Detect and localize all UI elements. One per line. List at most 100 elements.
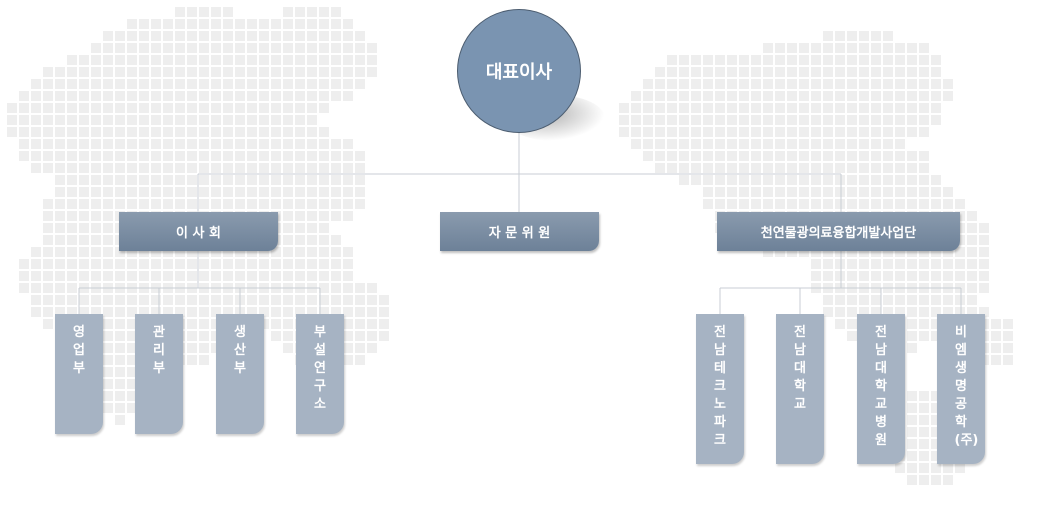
map-dot bbox=[895, 43, 905, 53]
map-dot bbox=[763, 91, 773, 101]
partner-jeonnam-technopark[interactable]: 전남테크노파크 bbox=[696, 314, 744, 464]
map-dot bbox=[151, 271, 161, 281]
ceo-node[interactable]: 대표이사 bbox=[457, 9, 581, 133]
map-dot bbox=[235, 175, 245, 185]
map-dot bbox=[787, 247, 797, 257]
map-dot bbox=[367, 67, 377, 77]
map-dot bbox=[691, 163, 701, 173]
map-dot bbox=[307, 295, 317, 305]
map-dot bbox=[319, 67, 329, 77]
map-dot bbox=[871, 271, 881, 281]
map-dot bbox=[175, 91, 185, 101]
map-dot bbox=[91, 259, 101, 269]
map-dot bbox=[667, 103, 677, 113]
dept-admin[interactable]: 관리부 bbox=[135, 314, 183, 434]
map-dot bbox=[919, 391, 929, 401]
map-dot bbox=[319, 175, 329, 185]
partner-chonnam-university[interactable]: 전남대학교 bbox=[776, 314, 824, 464]
dept-sales-label: 영업부 bbox=[73, 325, 85, 376]
map-dot bbox=[31, 247, 41, 257]
map-dot bbox=[343, 271, 353, 281]
map-dot bbox=[679, 103, 689, 113]
map-dot bbox=[211, 307, 221, 317]
map-dot bbox=[139, 151, 149, 161]
map-dot bbox=[319, 91, 329, 101]
map-dot bbox=[67, 103, 77, 113]
map-dot bbox=[127, 295, 137, 305]
dept-research[interactable]: 부설연구소 bbox=[296, 314, 344, 434]
map-dot bbox=[295, 259, 305, 269]
map-dot bbox=[319, 211, 329, 221]
partner-chonnam-hospital[interactable]: 전남대학교병원 bbox=[857, 314, 905, 464]
map-dot bbox=[211, 127, 221, 137]
partner-bm-biotech[interactable]: 비엠생명공학(주) bbox=[937, 314, 985, 464]
map-dot bbox=[331, 31, 341, 41]
map-dot bbox=[79, 67, 89, 77]
map-dot bbox=[115, 199, 125, 209]
map-dot bbox=[283, 343, 293, 353]
map-dot bbox=[835, 187, 845, 197]
map-dot bbox=[931, 391, 941, 401]
map-dot bbox=[331, 163, 341, 173]
map-dot bbox=[175, 259, 185, 269]
map-dot bbox=[355, 79, 365, 89]
map-dot bbox=[259, 163, 269, 173]
map-dot bbox=[295, 247, 305, 257]
map-dot bbox=[643, 91, 653, 101]
map-dot bbox=[307, 115, 317, 125]
map-dot bbox=[91, 175, 101, 185]
map-dot bbox=[127, 139, 137, 149]
advisory-label: 자 문 위 원 bbox=[488, 226, 551, 241]
map-dot bbox=[103, 247, 113, 257]
map-dot bbox=[367, 283, 377, 293]
map-dot bbox=[55, 259, 65, 269]
map-dot bbox=[319, 271, 329, 281]
map-dot bbox=[187, 19, 197, 29]
map-dot bbox=[199, 175, 209, 185]
map-dot bbox=[667, 55, 677, 65]
bioproject-node[interactable]: 천연물광의료융합개발사업단 bbox=[717, 212, 960, 251]
map-dot bbox=[619, 127, 629, 137]
map-dot bbox=[211, 79, 221, 89]
map-dot bbox=[43, 127, 53, 137]
map-dot bbox=[259, 295, 269, 305]
map-dot bbox=[835, 127, 845, 137]
dept-sales[interactable]: 영업부 bbox=[55, 314, 103, 434]
dept-production[interactable]: 생산부 bbox=[216, 314, 264, 434]
map-dot bbox=[199, 259, 209, 269]
map-dot bbox=[79, 79, 89, 89]
map-dot bbox=[103, 343, 113, 353]
map-dot bbox=[919, 331, 929, 341]
map-dot bbox=[775, 163, 785, 173]
advisory-node[interactable]: 자 문 위 원 bbox=[440, 212, 599, 251]
board-node[interactable]: 이 사 회 bbox=[119, 212, 278, 251]
map-dot bbox=[127, 307, 137, 317]
map-dot bbox=[151, 127, 161, 137]
map-dot bbox=[919, 247, 929, 257]
map-dot bbox=[223, 271, 233, 281]
map-dot bbox=[115, 55, 125, 65]
map-dot bbox=[199, 31, 209, 41]
map-dot bbox=[139, 199, 149, 209]
map-dot bbox=[199, 91, 209, 101]
map-dot bbox=[331, 43, 341, 53]
map-dot bbox=[295, 67, 305, 77]
map-dot bbox=[259, 19, 269, 29]
map-dot bbox=[139, 271, 149, 281]
map-dot bbox=[907, 67, 917, 77]
map-dot bbox=[247, 199, 257, 209]
map-dot bbox=[355, 331, 365, 341]
map-dot bbox=[871, 199, 881, 209]
map-dot bbox=[67, 163, 77, 173]
map-dot bbox=[223, 151, 233, 161]
map-dot bbox=[223, 55, 233, 65]
map-dot bbox=[79, 115, 89, 125]
map-dot bbox=[31, 79, 41, 89]
map-dot bbox=[739, 67, 749, 77]
map-dot bbox=[883, 79, 893, 89]
map-dot bbox=[715, 187, 725, 197]
map-dot bbox=[943, 247, 953, 257]
map-dot bbox=[55, 139, 65, 149]
map-dot bbox=[703, 127, 713, 137]
map-dot bbox=[991, 355, 1001, 365]
